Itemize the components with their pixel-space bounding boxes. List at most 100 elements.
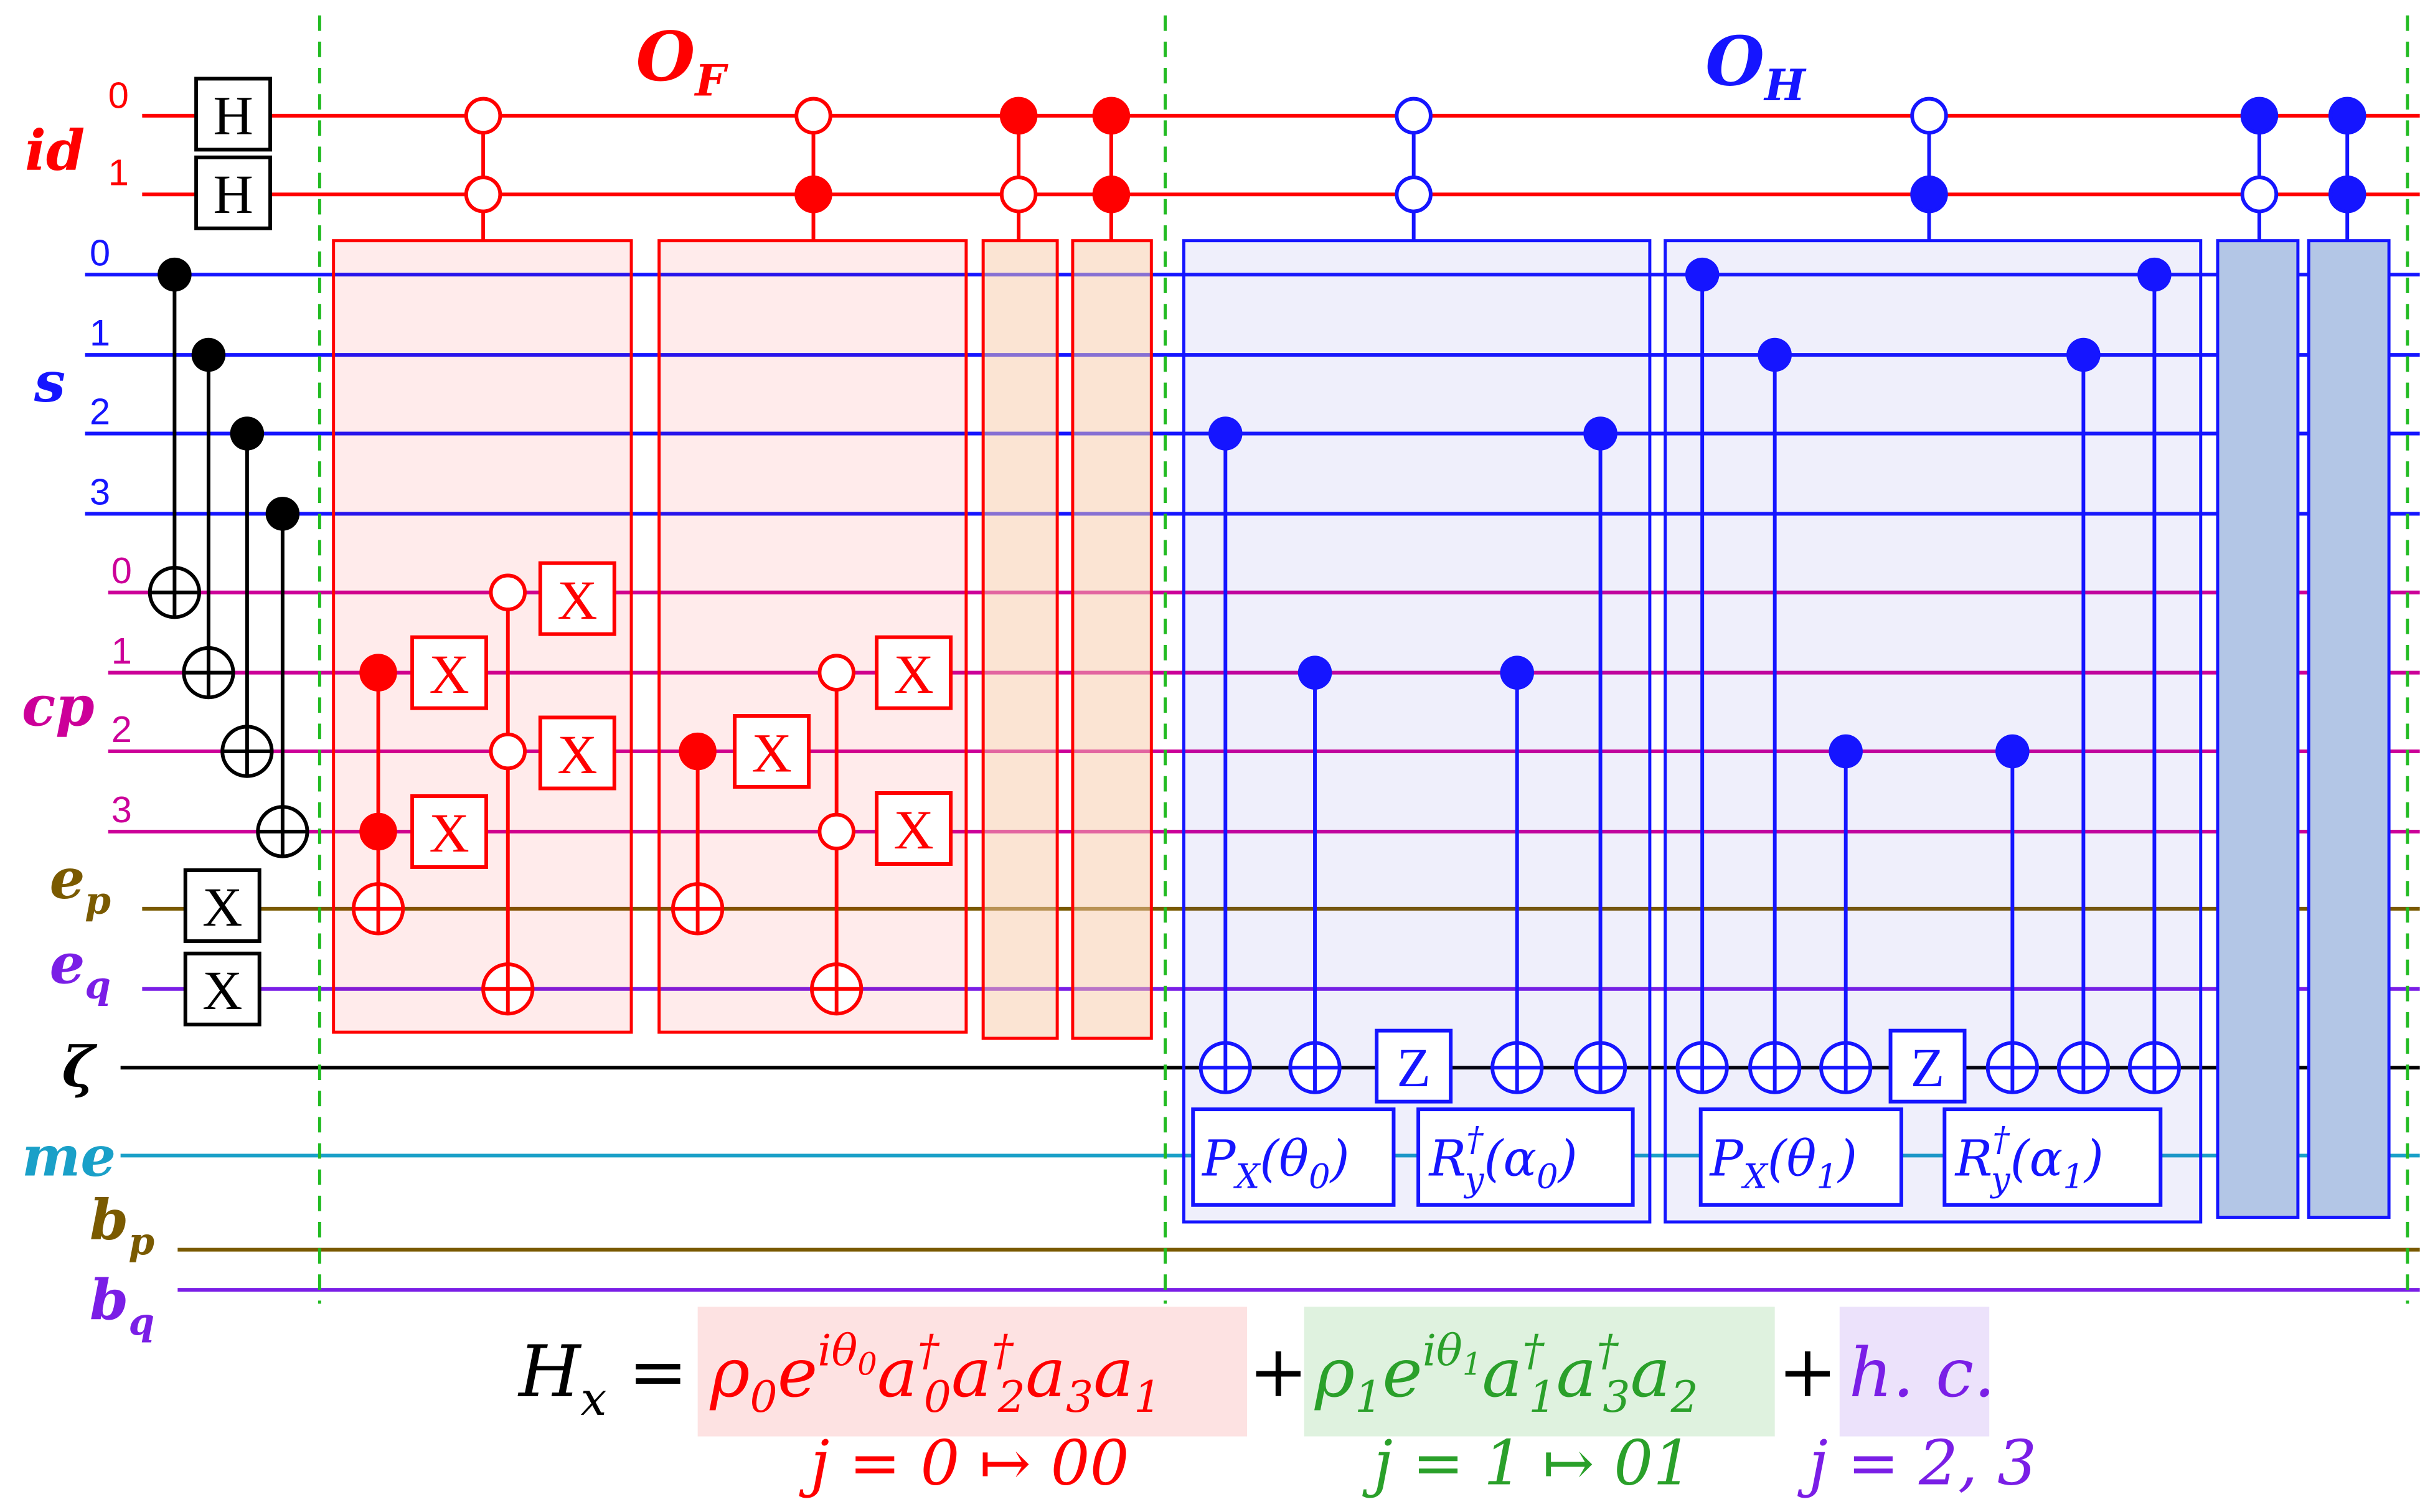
term1-highlight — [1304, 1307, 1775, 1437]
open-control — [2240, 176, 2279, 214]
index-id-1: 1 — [108, 151, 129, 193]
ry-alpha0-gate — [1416, 1107, 1635, 1207]
z-gate-0 — [1375, 1028, 1453, 1104]
oracle-f: X X X X X X X — [332, 96, 1153, 1040]
target-oplus — [256, 805, 309, 858]
control-dot — [265, 497, 300, 531]
px-theta1-gate — [1698, 1107, 1903, 1207]
control-dot — [191, 337, 226, 372]
open-control — [489, 573, 527, 612]
x-gate — [875, 791, 953, 866]
filled-control — [1500, 655, 1534, 690]
x-gate-label: X — [429, 644, 469, 705]
filled-control — [2240, 96, 2279, 135]
oracle-f-targets — [351, 882, 864, 1016]
px-theta1-label: PX(θ1) — [1709, 1130, 1857, 1196]
target-oplus — [148, 566, 202, 619]
init-section: H H X X — [148, 77, 309, 1026]
index-id-0: 0 — [108, 75, 129, 116]
target-oplus — [1573, 1041, 1627, 1094]
filled-control — [359, 654, 397, 692]
filled-control — [1208, 416, 1243, 451]
oracle-h: Z Z PX(θ0) R†y(α0) PX(θ1) R†y(α1) — [1182, 96, 2391, 1224]
open-control — [1395, 96, 1433, 135]
label-me: me — [22, 1124, 116, 1190]
hadamard-label-0: H — [213, 85, 253, 147]
label-cp: cp — [22, 674, 95, 739]
px-theta0-gate — [1191, 1107, 1396, 1207]
target-oplus — [481, 962, 535, 1016]
x-gate-label: X — [893, 644, 933, 705]
target-oplus — [1819, 1041, 1873, 1094]
target-oplus — [2056, 1041, 2111, 1094]
index-cp-2: 2 — [111, 708, 132, 750]
index-cp-3: 3 — [111, 789, 132, 830]
x-gate-label: X — [557, 570, 597, 631]
x-gate-ep-label: X — [202, 876, 242, 938]
oracle-h-block-2 — [2216, 239, 2300, 1219]
filled-control — [1583, 416, 1617, 451]
hc-term: h. c. — [1849, 1333, 1995, 1412]
open-control — [794, 96, 832, 135]
label-zeta: ζ — [62, 1035, 97, 1100]
x-gate-label: X — [893, 799, 933, 861]
target-oplus — [1675, 1041, 1729, 1094]
term1-caption: j = 1 ↦ 01 — [1362, 1427, 1692, 1499]
ry-alpha0-label: R†y(α0) — [1428, 1119, 1577, 1199]
target-oplus — [1985, 1041, 2039, 1094]
filled-control — [1685, 257, 1720, 292]
target-oplus — [1288, 1041, 1342, 1094]
filled-control — [1297, 655, 1332, 690]
hamiltonian-equation: Hx= ρ0eiθ0a†0a†2a3a1 + ρ1eiθ1a†1a†3a2 + … — [517, 1307, 2036, 1499]
open-control — [464, 176, 502, 214]
open-control — [464, 96, 502, 135]
target-oplus — [182, 646, 235, 700]
barriers — [318, 15, 2409, 1304]
label-s: s — [34, 349, 65, 415]
target-oplus — [1490, 1041, 1544, 1094]
term0-highlight — [697, 1307, 1247, 1437]
filled-control — [2328, 96, 2366, 135]
x-gate-eq-label: X — [202, 960, 242, 1021]
term0-expression: ρ0eiθ0a†0a†2a3a1 — [709, 1327, 1161, 1422]
x-gate — [733, 714, 811, 789]
index-s-0: 0 — [90, 232, 110, 273]
plus-sign-0: + — [1248, 1330, 1308, 1413]
x-gate — [410, 635, 489, 710]
init-cnot-controls — [158, 257, 300, 531]
target-oplus — [351, 882, 405, 936]
filled-control — [999, 96, 1038, 135]
oracle-f-id-controls — [464, 96, 1131, 214]
filled-control — [2137, 257, 2172, 292]
x-gate-label: X — [429, 802, 469, 864]
filled-control — [679, 732, 717, 771]
label-ep: ep — [50, 847, 111, 923]
filled-control — [1092, 96, 1131, 135]
target-oplus — [220, 725, 274, 778]
control-dot — [158, 257, 192, 292]
x-gate-ep — [183, 868, 261, 943]
open-control — [1395, 176, 1433, 214]
index-cp-0: 0 — [111, 550, 132, 591]
px-theta0-label: PX(θ0) — [1201, 1130, 1349, 1196]
oracle-h-title: OH — [1705, 21, 1807, 111]
index-cp-1: 1 — [111, 630, 132, 672]
x-gate — [410, 794, 489, 869]
term0-caption: j = 0 ↦ 00 — [799, 1427, 1129, 1499]
x-gate — [875, 635, 953, 710]
x-gate — [538, 715, 616, 791]
oracle-h-block-3 — [2307, 239, 2391, 1219]
rotation-gates: PX(θ0) R†y(α0) PX(θ1) R†y(α1) — [1191, 1107, 2163, 1207]
x-gate-label: X — [751, 722, 791, 784]
filled-control — [1758, 337, 1792, 372]
x-gate-eq — [183, 951, 261, 1026]
z-gate-0-label: Z — [1396, 1037, 1431, 1099]
z-gate-1-label: Z — [1911, 1037, 1945, 1099]
x-gate — [538, 561, 616, 636]
oracle-f-inner-controls — [359, 573, 855, 851]
ry-alpha1-label: R†y(α1) — [1954, 1119, 2104, 1199]
filled-control — [2328, 176, 2366, 214]
z-gate-1 — [1888, 1028, 1967, 1104]
